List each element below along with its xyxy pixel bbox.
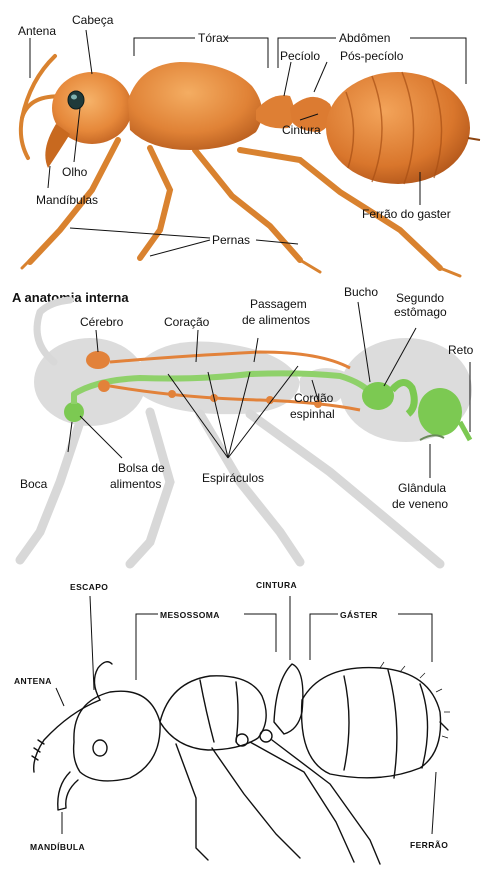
label-glandula-2: de veneno xyxy=(392,497,448,511)
ant-line-hairs xyxy=(380,662,450,738)
internal-anatomy-panel: A anatomia interna xyxy=(0,282,486,572)
label-pernas: Pernas xyxy=(212,233,250,247)
label-bolsa-2: alimentos xyxy=(110,477,161,491)
mouth-pouch xyxy=(64,402,84,422)
label-mesossoma: MESOSSOMA xyxy=(160,610,220,620)
brain xyxy=(86,351,110,369)
label-cintura: Cintura xyxy=(282,123,321,137)
ant-thorax xyxy=(128,62,262,150)
second-stomach xyxy=(418,388,462,436)
label-escapo: ESCAPO xyxy=(70,582,108,592)
label-segundo-1: Segundo xyxy=(396,291,444,305)
external-anatomy-illustration: Antena Cabeça Tórax Abdômen Pecíolo Pós-… xyxy=(0,0,486,282)
label-coracao: Coração xyxy=(164,315,210,329)
external-anatomy-panel: Antena Cabeça Tórax Abdômen Pecíolo Pós-… xyxy=(0,0,486,282)
label-abdomen: Abdômen xyxy=(339,31,390,45)
label-torax: Tórax xyxy=(198,31,229,45)
line-leader-lines xyxy=(56,596,436,834)
label-espiraculos: Espiráculos xyxy=(202,471,264,485)
label-olho: Olho xyxy=(62,165,88,179)
label-antena: Antena xyxy=(18,24,56,38)
ant-eye xyxy=(68,91,84,109)
label-cordao-2: espinhal xyxy=(290,407,335,421)
label-ferrao-do-gaster: Ferrão do gaster xyxy=(362,207,451,221)
label-bolsa-1: Bolsa de xyxy=(118,461,165,475)
label-antena-line: ANTENA xyxy=(14,676,52,686)
label-boca: Boca xyxy=(20,477,48,491)
label-cerebro: Cérebro xyxy=(80,315,124,329)
label-ferrao: FERRÃO xyxy=(410,840,448,850)
label-peciolo: Pecíolo xyxy=(280,49,320,63)
crop xyxy=(362,382,394,410)
label-pos-peciolo: Pós-pecíolo xyxy=(340,49,404,63)
label-passagem-2: de alimentos xyxy=(242,313,310,327)
label-mandibula: MANDÍBULA xyxy=(30,842,85,852)
line-drawing-illustration: ESCAPO CINTURA MESOSSOMA GÁSTER ANTENA M… xyxy=(0,572,486,872)
label-passagem-1: Passagem xyxy=(250,297,307,311)
label-cordao-1: Cordão xyxy=(294,391,334,405)
internal-anatomy-illustration: A anatomia interna xyxy=(0,282,486,572)
label-reto: Reto xyxy=(448,343,474,357)
label-segundo-2: estômago xyxy=(394,305,447,319)
label-bucho: Bucho xyxy=(344,285,378,299)
line-drawing-panel: ESCAPO CINTURA MESOSSOMA GÁSTER ANTENA M… xyxy=(0,572,486,872)
label-gaster: GÁSTER xyxy=(340,610,378,620)
label-cintura-line: CINTURA xyxy=(256,580,297,590)
ant-line-drawing xyxy=(32,662,448,864)
label-mandibulas: Mandíbulas xyxy=(36,193,98,207)
label-glandula-1: Glândula xyxy=(398,481,446,495)
label-cabeca: Cabeça xyxy=(72,13,114,27)
